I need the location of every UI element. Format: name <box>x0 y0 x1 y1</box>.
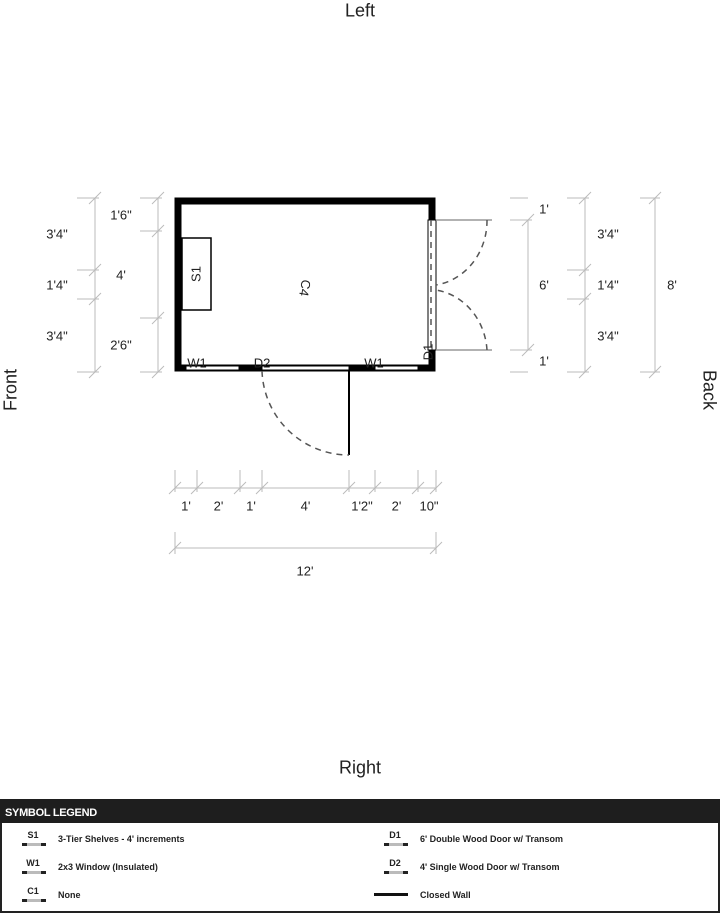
legend-symbol-icon: C1 <box>12 881 54 909</box>
dimension-label: 1'4" <box>46 277 68 292</box>
door-d2-label: D2 <box>253 355 271 371</box>
dimension-label: 3'4" <box>597 328 619 343</box>
dimension-line <box>88 365 102 379</box>
dimension-label: 12' <box>296 563 314 579</box>
dimension-label: 3'4" <box>597 226 619 242</box>
legend-code: D1 <box>389 830 401 840</box>
dimension-label: 8' <box>667 277 677 293</box>
dimension-label: 1' <box>539 201 549 217</box>
door-d2-swing <box>261 370 350 456</box>
dimension-label: 2'6" <box>110 337 132 353</box>
door-d1-swing <box>435 289 488 351</box>
dimension-line <box>168 541 182 555</box>
legend-label: 2x3 Window (Insulated) <box>58 862 158 872</box>
dimension-label: 1'4" <box>597 277 619 292</box>
dimension-line <box>648 365 662 379</box>
legend-symbol-icon: D1 <box>374 825 416 853</box>
dimension-line <box>88 191 102 205</box>
legend-label: 3-Tier Shelves - 4' increments <box>58 834 185 844</box>
dimension-line <box>151 224 165 238</box>
dimension-label: 1' <box>539 353 549 369</box>
dimension-line <box>88 263 102 277</box>
dimension-label: 3'4" <box>46 226 68 242</box>
dimension-line <box>88 292 102 306</box>
door-d2-opening <box>261 365 350 371</box>
dimension-line <box>578 263 592 277</box>
dimension-line <box>648 191 662 205</box>
dimension-line <box>429 481 443 495</box>
closed-wall-icon <box>374 881 416 909</box>
center-tag: C4 <box>296 278 314 298</box>
dimension-label: 3'4" <box>46 328 68 343</box>
legend-label: 6' Double Wood Door w/ Transom <box>420 834 563 844</box>
side-label-left: Left <box>344 0 376 21</box>
door-d1-swing <box>435 219 488 286</box>
dimension-line <box>151 311 165 325</box>
dimension-line <box>411 481 425 495</box>
dimension-line <box>521 343 535 357</box>
symbol-legend: SYMBOL LEGEND S1 3-Tier Shelves - 4' incr… <box>0 799 720 913</box>
legend-code: S1 <box>27 830 39 840</box>
legend-symbol-icon: S1 <box>12 825 54 853</box>
window-label: W1 <box>364 355 384 371</box>
dimension-line <box>151 191 165 205</box>
legend-item: S1 3-Tier Shelves - 4' increments <box>12 825 185 853</box>
dimension-line <box>578 365 592 379</box>
legend-code: D2 <box>389 858 401 868</box>
dimension-label: 1' <box>181 498 191 514</box>
legend-item: W1 2x3 Window (Insulated) <box>12 853 158 881</box>
floor-plan <box>77 191 662 555</box>
dimension-label: 2' <box>391 498 402 514</box>
dimension-label: 4' <box>300 498 311 514</box>
legend-label: None <box>58 890 81 900</box>
dimension-line <box>342 481 356 495</box>
dimension-label: 2' <box>213 498 224 514</box>
dimension-label: 10" <box>419 498 439 514</box>
dimension-line <box>255 481 269 495</box>
side-label-right: Right <box>338 757 382 778</box>
legend-label: Closed Wall <box>420 890 471 900</box>
dimension-label: 1' <box>246 498 256 514</box>
legend-symbol-icon: W1 <box>12 853 54 881</box>
legend-symbol-icon: D2 <box>374 853 416 881</box>
legend-label: 4' Single Wood Door w/ Transom <box>420 862 560 872</box>
dimension-line <box>233 481 247 495</box>
dimension-line <box>521 213 535 227</box>
dimension-line <box>578 191 592 205</box>
window-label: W1 <box>187 355 207 371</box>
dimension-line <box>151 365 165 379</box>
shelf-label: S1 <box>188 266 204 282</box>
legend-title: SYMBOL LEGEND <box>0 799 720 823</box>
legend-item: D1 6' Double Wood Door w/ Transom <box>374 825 563 853</box>
dimension-line <box>168 481 182 495</box>
door-d1-opening <box>427 219 437 351</box>
dimension-label: 6' <box>539 277 549 293</box>
legend-code: C1 <box>27 886 39 896</box>
legend-item: D2 4' Single Wood Door w/ Transom <box>374 853 560 881</box>
window-w1 <box>185 365 240 371</box>
dimension-line <box>429 541 443 555</box>
legend-item: Closed Wall <box>374 881 471 909</box>
dimension-label: 4' <box>116 267 126 282</box>
door-d1-label: D1 <box>420 343 436 361</box>
dimension-label: 1'6" <box>110 207 132 222</box>
legend-item: C1 None <box>12 881 81 909</box>
dimension-label: 1'2" <box>351 498 373 514</box>
dimension-line <box>368 481 382 495</box>
window-w1 <box>374 365 419 371</box>
dimension-line <box>578 292 592 306</box>
legend-code: W1 <box>26 858 40 868</box>
dimension-line <box>190 481 204 495</box>
shelf-s1 <box>181 237 212 311</box>
